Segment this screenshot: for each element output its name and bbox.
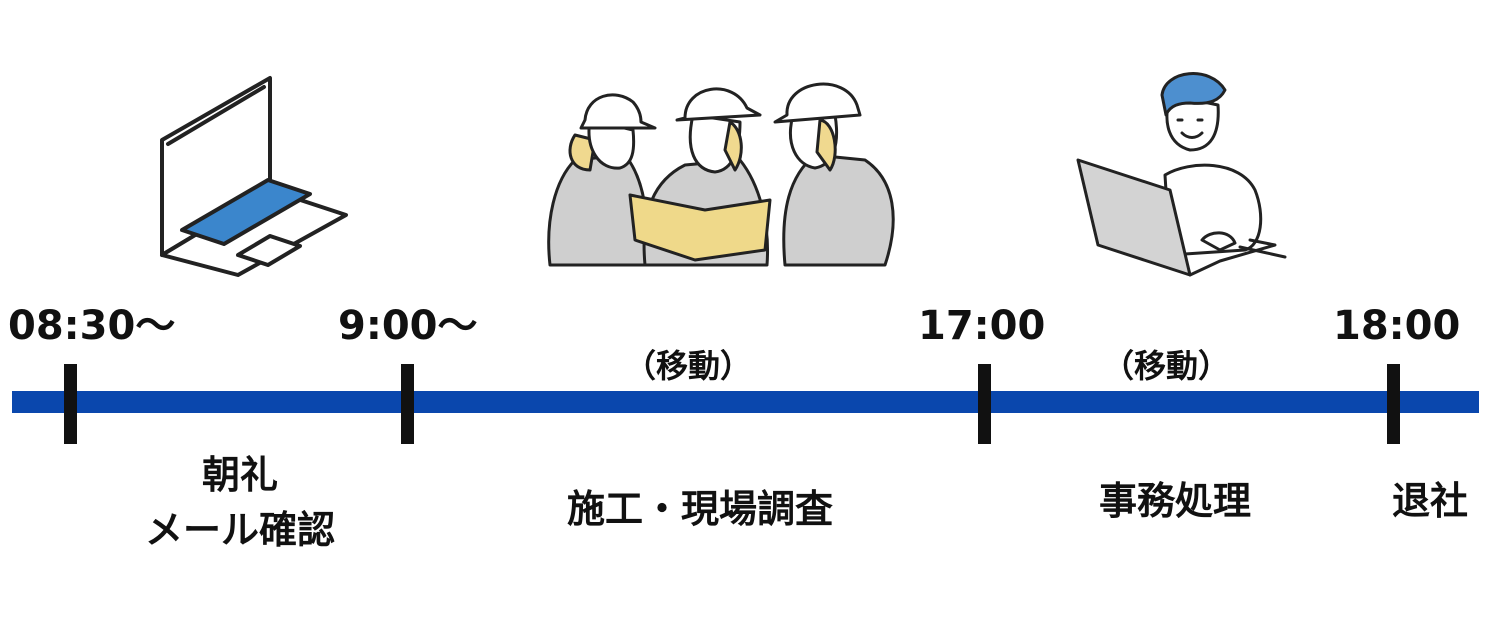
activity-morning: 朝礼 メール確認 — [100, 448, 380, 558]
move-label-1: （移動） — [624, 347, 753, 385]
activity-office: 事務処理 — [1098, 479, 1251, 523]
time-1700: 17:00 — [918, 303, 1046, 349]
tick-1700 — [978, 364, 991, 444]
time-1800: 18:00 — [1333, 303, 1461, 349]
move-label-2: （移動） — [1102, 347, 1231, 385]
office-worker-at-laptop-illustration — [1076, 72, 1287, 277]
timeline-bar — [12, 391, 1479, 413]
tick-1800 — [1387, 364, 1400, 444]
laptop-icon — [160, 76, 348, 277]
tick-0900 — [401, 364, 414, 444]
activity-site: 施工・現場調査 — [566, 487, 833, 531]
activity-morning-line2: メール確認 — [144, 508, 335, 553]
time-0830: 08:30〜 — [8, 303, 176, 349]
activity-leave: 退社 — [1391, 479, 1468, 523]
time-0900: 9:00〜 — [338, 303, 478, 349]
activity-morning-line1: 朝礼 — [201, 453, 278, 497]
tick-0830 — [64, 364, 77, 444]
construction-workers-illustration — [547, 82, 895, 267]
